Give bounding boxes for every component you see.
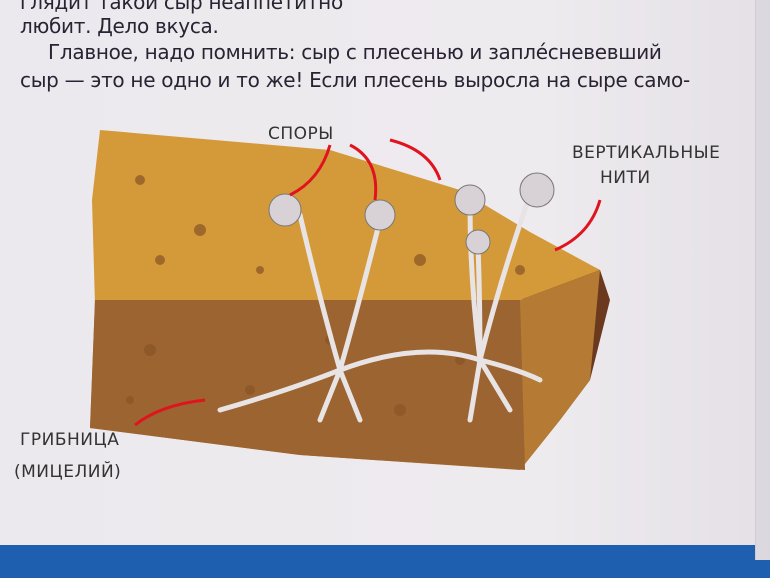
label-mycelium-1: ГРИБНИЦА — [20, 430, 120, 450]
text-line-cut: глядит такой сыр неаппетитно — [20, 0, 343, 14]
label-mycelium-2: (МИЦЕЛИЙ) — [14, 462, 122, 482]
mold-hyphae — [217, 192, 543, 423]
label-vertical-1: ВЕРТИКАЛЬНЫЕ — [572, 143, 721, 163]
arrows — [134, 138, 602, 427]
label-vertical-2: НИТИ — [600, 168, 651, 188]
spore-heads — [268, 172, 555, 255]
label-spores: СПОРЫ — [268, 124, 334, 144]
page-edge — [755, 0, 770, 560]
cheese-mold-illustration — [90, 130, 610, 470]
text-line-2: Главное, надо помнить: сыр с плесенью и … — [48, 40, 662, 64]
text-line-1: любит. Дело вкуса. — [20, 14, 219, 38]
book-page: глядит такой сыр неаппетитно любит. Дело… — [0, 0, 770, 545]
text-line-3: сыр — это не одно и то же! Если плесень … — [20, 68, 690, 92]
